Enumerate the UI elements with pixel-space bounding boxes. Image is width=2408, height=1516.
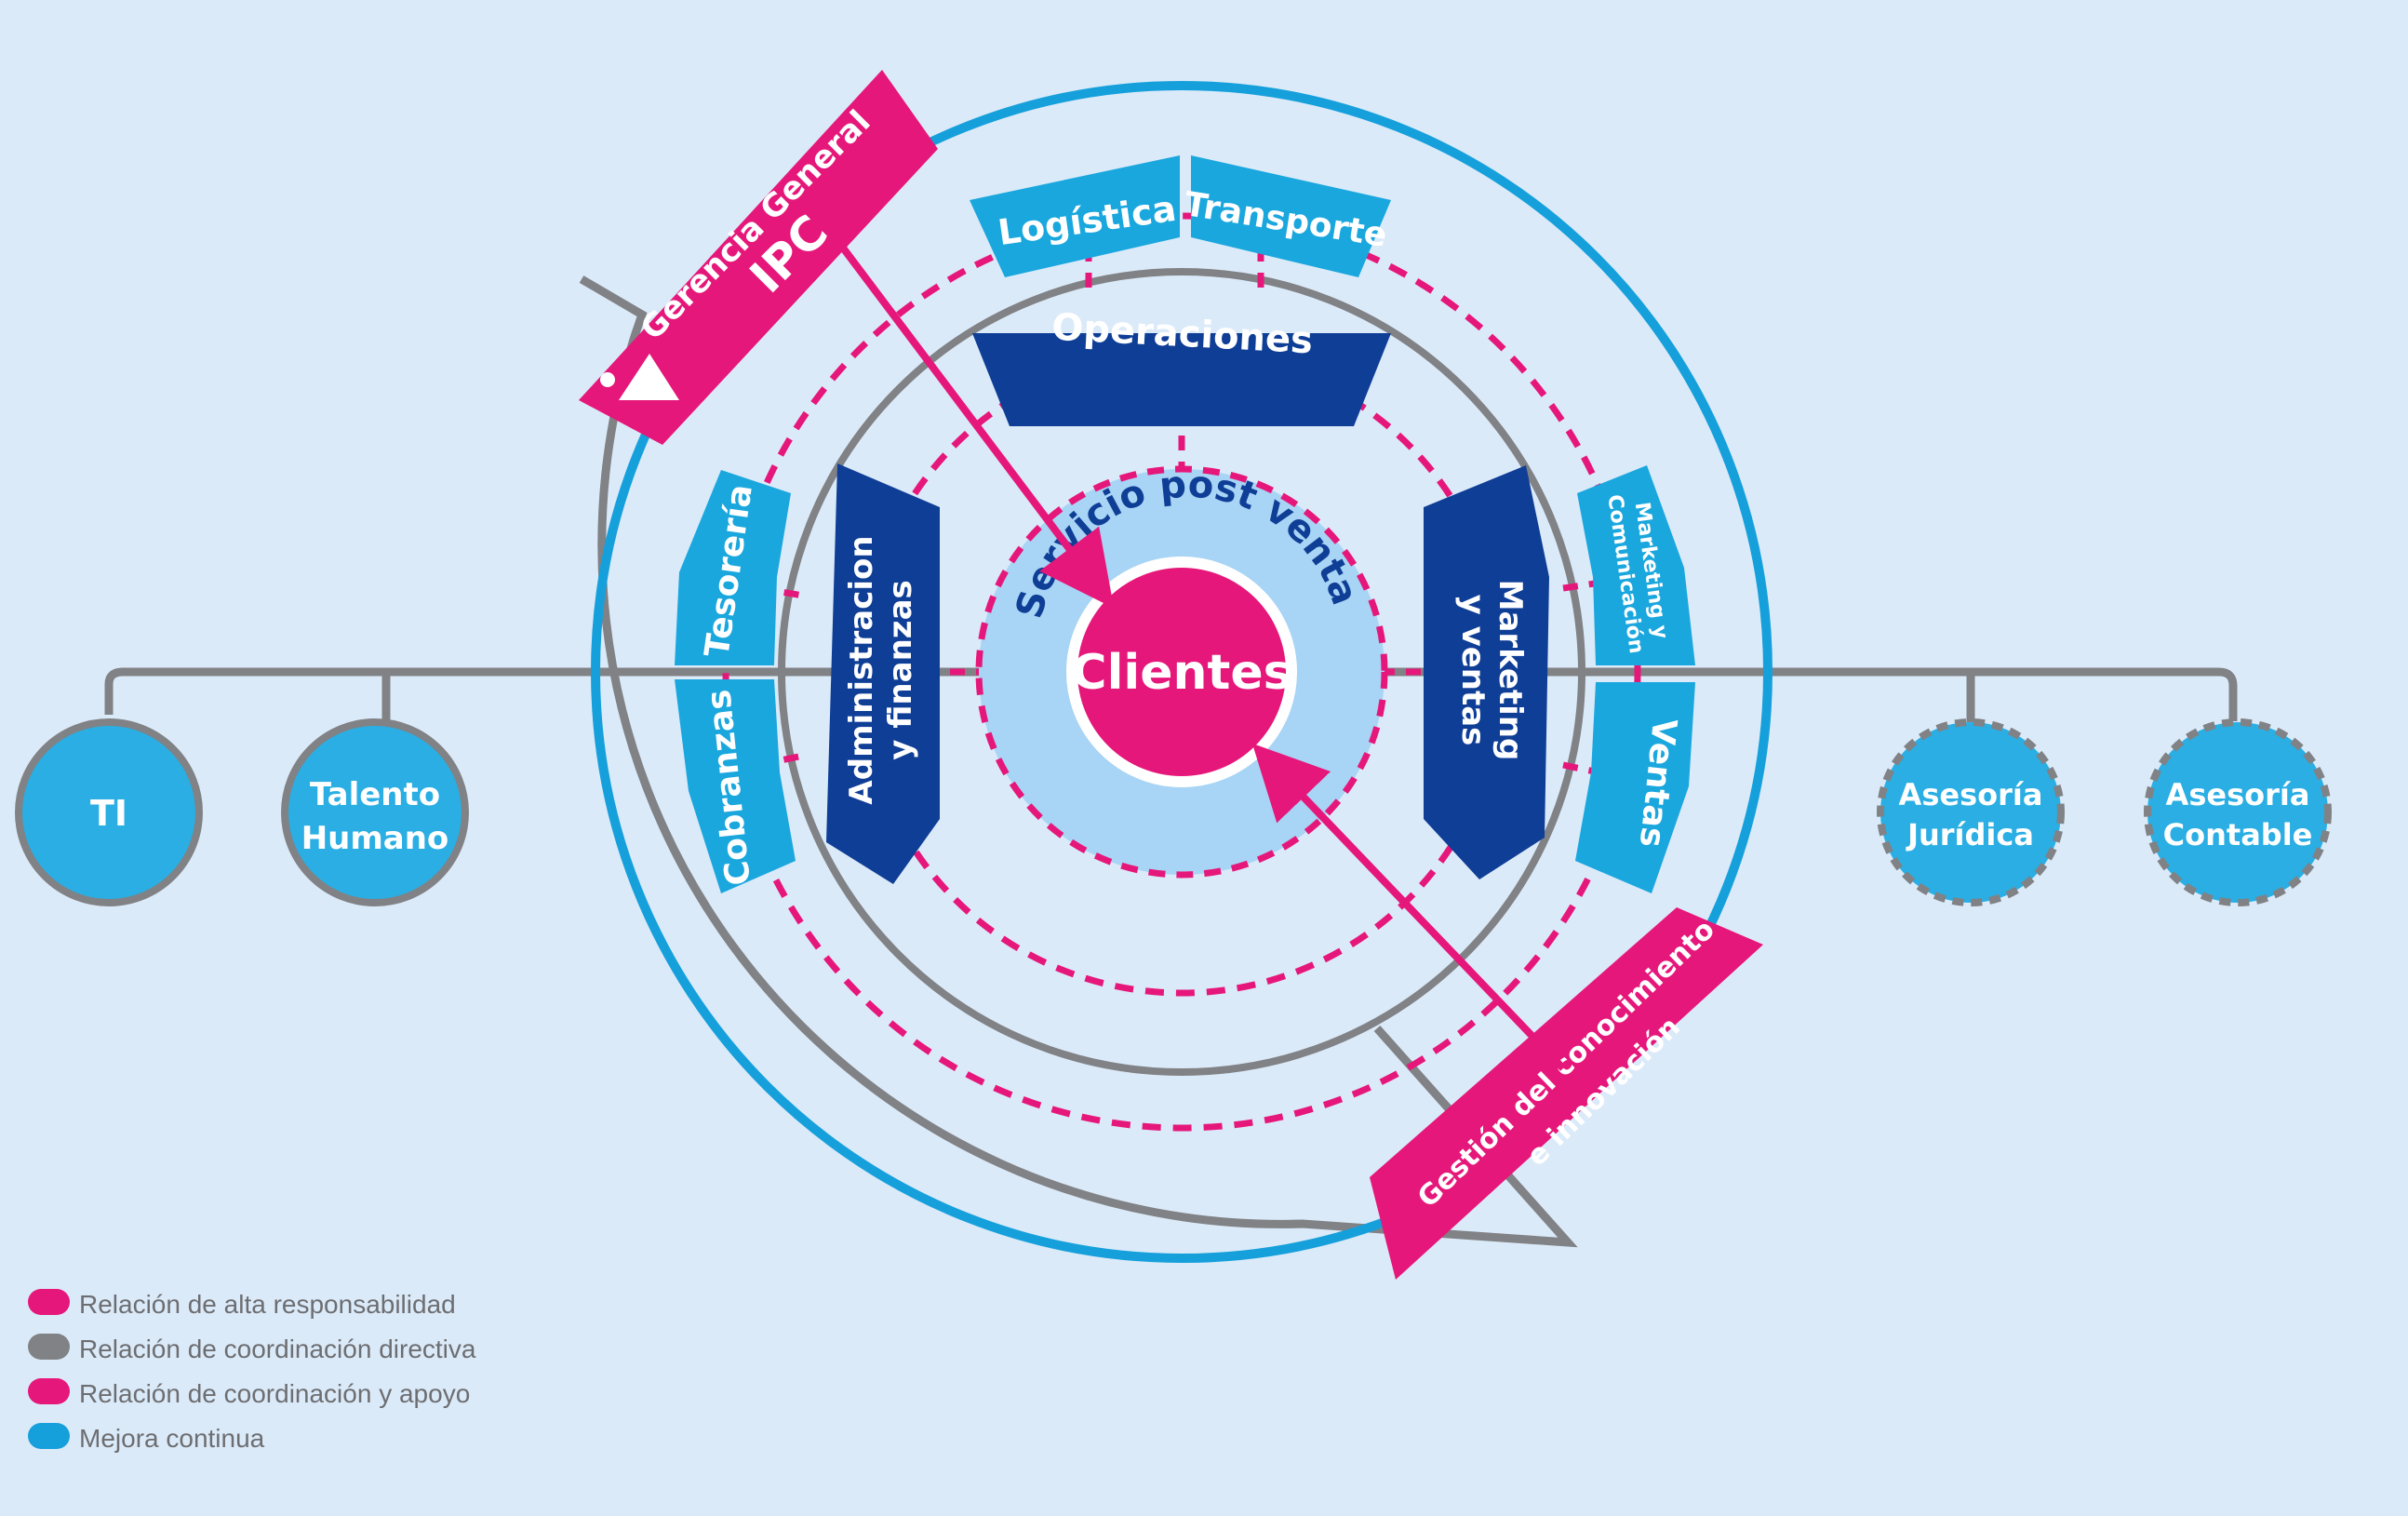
left-connector: [104, 667, 1182, 722]
tesoreria-tab[interactable]: [675, 470, 791, 665]
talento-label-2: Humano: [301, 820, 449, 857]
legend-swatch: [28, 1334, 70, 1360]
ventas-tab[interactable]: [1575, 682, 1695, 893]
gerencia-banner[interactable]: [579, 70, 938, 445]
admin-block[interactable]: [826, 463, 940, 884]
talento-humano-node[interactable]: Talento Humano: [281, 718, 469, 906]
juridica-label-2: Jurídica: [1906, 817, 2034, 852]
asesoria-juridica-node[interactable]: Asesoría Jurídica: [1877, 718, 2065, 906]
legend-swatch: [28, 1423, 70, 1449]
legend-item-alta-responsabilidad: Relación de alta responsabilidad: [28, 1289, 456, 1319]
legend-label: Relación de coordinación y apoyo: [79, 1379, 470, 1408]
legend-label: Mejora continua: [79, 1424, 265, 1453]
ipc-logo-icon: [600, 354, 679, 400]
clientes-label: Clientes: [1071, 645, 1291, 701]
legend-item-coordinacion-directiva: Relación de coordinación directiva: [28, 1334, 476, 1363]
contable-label-1: Asesoría: [2166, 777, 2310, 812]
marketing-label-2: y ventas: [1454, 595, 1492, 746]
logistica-tab[interactable]: [970, 155, 1180, 277]
ti-node[interactable]: TI: [15, 718, 203, 906]
contable-label-2: Contable: [2163, 817, 2313, 852]
legend-item-mejora-continua: Mejora continua: [28, 1423, 265, 1453]
mejora-continua-ring: [591, 81, 1773, 1263]
legend-swatch: [28, 1289, 70, 1315]
marketing-comunicacion-tab[interactable]: [1577, 465, 1695, 665]
talento-label-1: Talento: [310, 776, 440, 813]
legend: Relación de alta responsabilidad Relació…: [28, 1289, 476, 1453]
arrow-gestion-to-clientes: [1251, 743, 1566, 1071]
directive-ring: [778, 268, 1585, 1076]
gestion-banner[interactable]: [1370, 907, 1763, 1280]
juridica-label-1: Asesoría: [1899, 777, 2043, 812]
marketing-block[interactable]: [1424, 465, 1549, 879]
marketing-label-1: Marketing: [1492, 580, 1529, 761]
ti-label: TI: [90, 793, 127, 834]
right-connector: [1182, 667, 2238, 722]
clientes-node[interactable]: [1066, 557, 1297, 787]
arrow-gerencia-to-clientes: [824, 225, 1115, 609]
transporte-tab[interactable]: [1191, 155, 1391, 277]
coordination-ring-outer: [722, 212, 1641, 1132]
cobranzas-tab[interactable]: [675, 679, 796, 893]
legend-swatch: [28, 1378, 70, 1404]
outer-gray-arc: [579, 275, 1578, 1248]
legend-label: Relación de coordinación directiva: [79, 1335, 476, 1363]
asesoria-contable-node[interactable]: Asesoría Contable: [2144, 718, 2332, 906]
legend-item-coordinacion-apoyo: Relación de coordinación y apoyo: [28, 1378, 470, 1408]
admin-label-2: y finanzas: [882, 580, 919, 760]
legend-label: Relación de alta responsabilidad: [79, 1290, 456, 1319]
admin-label-1: Administracion: [843, 535, 880, 804]
operaciones-block[interactable]: [972, 333, 1391, 426]
